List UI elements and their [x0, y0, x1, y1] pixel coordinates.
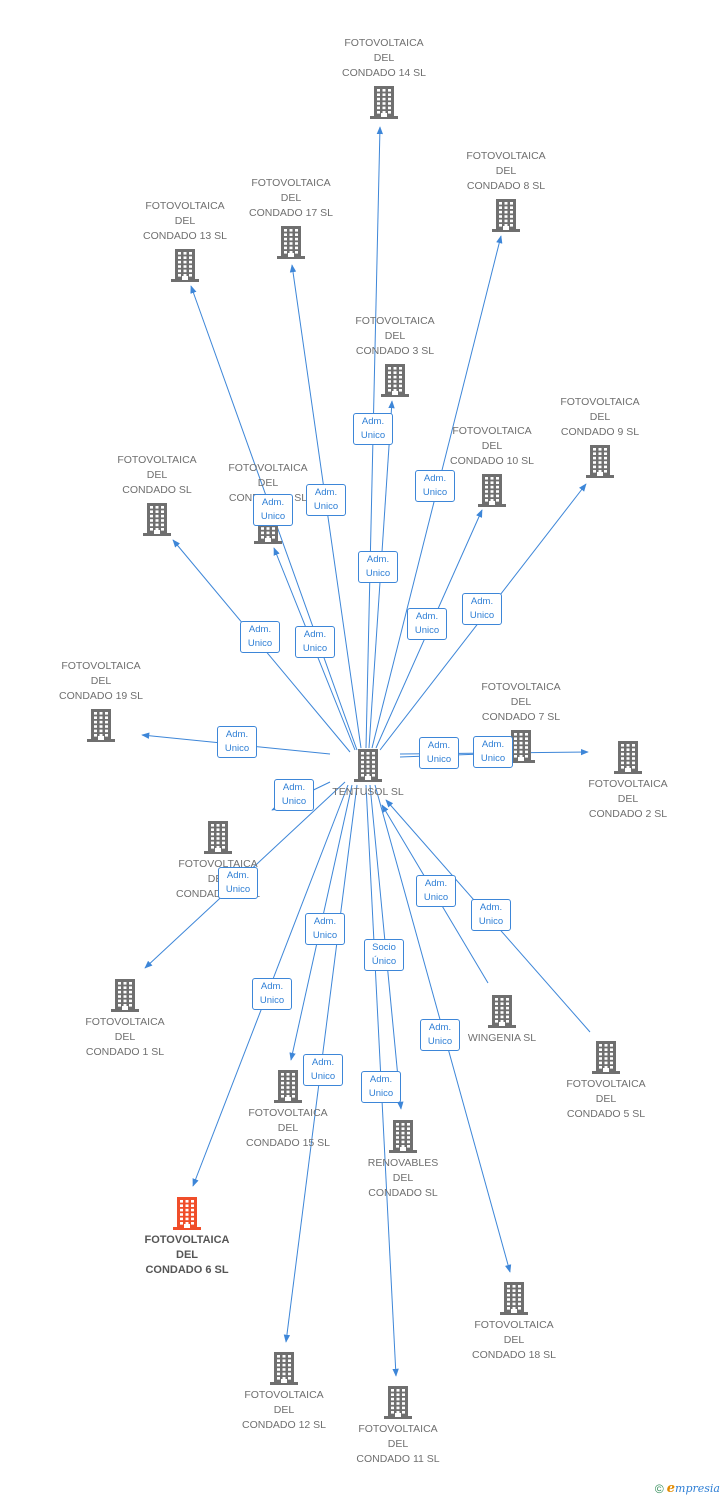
company-node-n5[interactable]: FOTOVOLTAICA DEL CONDADO 5 SL	[546, 1040, 666, 1122]
company-name: FOTOVOLTAICA DEL CONDADO 12 SL	[241, 1389, 327, 1431]
relation-badge-nwg[interactable]: Adm. Unico	[416, 875, 456, 907]
building-icon	[277, 226, 305, 259]
company-name: FOTOVOLTAICA DEL CONDADO 11 SL	[356, 1423, 440, 1465]
building-icon	[586, 445, 614, 478]
company-node-nsl[interactable]: FOTOVOLTAICA DEL CONDADO SL	[97, 453, 217, 536]
company-node-n9[interactable]: FOTOVOLTAICA DEL CONDADO 9 SL	[540, 395, 660, 478]
company-node-nren[interactable]: RENOVABLES DEL CONDADO SL	[343, 1119, 463, 1201]
company-name: FOTOVOLTAICA DEL CONDADO 19 SL	[58, 660, 144, 702]
building-icon	[370, 86, 398, 119]
building-icon	[173, 1197, 201, 1230]
building-icon	[488, 995, 516, 1028]
building-icon	[381, 364, 409, 397]
company-node-nwg[interactable]: WINGENIA SL	[442, 994, 562, 1046]
relation-badge-n6[interactable]: Adm. Unico	[252, 978, 292, 1010]
building-icon	[592, 1041, 620, 1074]
company-node-n1[interactable]: FOTOVOLTAICA DEL CONDADO 1 SL	[65, 978, 185, 1060]
building-icon	[111, 979, 139, 1012]
building-icon	[354, 749, 382, 782]
company-name: FOTOVOLTAICA DEL CONDADO 9 SL	[560, 396, 640, 438]
relation-badge-n10[interactable]: Adm. Unico	[407, 608, 447, 640]
relation-badge-n16[interactable]: Adm. Unico	[274, 779, 314, 811]
building-icon	[143, 503, 171, 536]
company-node-n12[interactable]: FOTOVOLTAICA DEL CONDADO 12 SL	[224, 1351, 344, 1433]
empresia-logo-text: mpresia	[675, 1482, 720, 1495]
center-node-tentusol[interactable]: TENTUSOL SL	[308, 748, 428, 800]
relation-badge-nren[interactable]: Socio Único	[364, 939, 404, 971]
relation-badge-n1[interactable]: Adm. Unico	[218, 867, 258, 899]
company-node-n13[interactable]: FOTOVOLTAICA DEL CONDADO 13 SL	[125, 199, 245, 282]
company-name: FOTOVOLTAICA DEL CONDADO 13 SL	[142, 200, 228, 242]
building-icon	[171, 249, 199, 282]
building-icon	[500, 1282, 528, 1315]
relation-badge-nsl[interactable]: Adm. Unico	[240, 621, 280, 653]
company-name: FOTOVOLTAICA DEL CONDADO 5 SL	[566, 1078, 646, 1120]
company-name: FOTOVOLTAICA DEL CONDADO 15 SL	[245, 1107, 331, 1149]
relation-badge-n2[interactable]: Adm. Unico	[473, 736, 513, 768]
relation-badge-n18[interactable]: Adm. Unico	[420, 1019, 460, 1051]
building-icon	[389, 1120, 417, 1153]
relation-badge-n3[interactable]: Adm. Unico	[358, 551, 398, 583]
relation-badge-n15[interactable]: Adm. Unico	[305, 913, 345, 945]
company-name: WINGENIA SL	[467, 1032, 537, 1044]
company-name: FOTOVOLTAICA DEL CONDADO 14 SL	[341, 37, 427, 79]
company-node-n15[interactable]: FOTOVOLTAICA DEL CONDADO 15 SL	[228, 1069, 348, 1151]
company-name: FOTOVOLTAICA DEL CONDADO 2 SL	[588, 778, 668, 820]
company-node-n6[interactable]: FOTOVOLTAICA DEL CONDADO 6 SL	[127, 1196, 247, 1278]
relation-badge-n11[interactable]: Adm. Unico	[361, 1071, 401, 1103]
building-icon	[384, 1386, 412, 1419]
company-node-n10[interactable]: FOTOVOLTAICA DEL CONDADO 10 SL	[432, 424, 552, 507]
building-icon	[270, 1352, 298, 1385]
relation-badge-n12[interactable]: Adm. Unico	[303, 1054, 343, 1086]
building-icon	[204, 821, 232, 854]
company-name: FOTOVOLTAICA DEL CONDADO 18 SL	[471, 1319, 557, 1361]
company-name: FOTOVOLTAICA DEL CONDADO 10 SL	[449, 425, 535, 467]
company-node-n11[interactable]: FOTOVOLTAICA DEL CONDADO 11 SL	[338, 1385, 458, 1467]
relation-badge-n17[interactable]: Adm. Unico	[306, 484, 346, 516]
building-icon	[492, 199, 520, 232]
company-name: FOTOVOLTAICA DEL CONDADO 17 SL	[248, 177, 334, 219]
relation-badge-n19[interactable]: Adm. Unico	[217, 726, 257, 758]
relation-badge-n8[interactable]: Adm. Unico	[415, 470, 455, 502]
company-node-n18[interactable]: FOTOVOLTAICA DEL CONDADO 18 SL	[454, 1281, 574, 1363]
empresia-logo-initial: e	[666, 1481, 676, 1496]
company-node-n17[interactable]: FOTOVOLTAICA DEL CONDADO 17 SL	[231, 176, 351, 259]
empresia-logo: empresia	[667, 1481, 720, 1496]
relation-badge-n4[interactable]: Adm. Unico	[295, 626, 335, 658]
company-name: FOTOVOLTAICA DEL CONDADO 1 SL	[85, 1016, 165, 1058]
building-icon	[274, 1070, 302, 1103]
company-node-n19[interactable]: FOTOVOLTAICA DEL CONDADO 19 SL	[41, 659, 161, 742]
company-node-n3[interactable]: FOTOVOLTAICA DEL CONDADO 3 SL	[335, 314, 455, 397]
company-node-n14[interactable]: FOTOVOLTAICA DEL CONDADO 14 SL	[324, 36, 444, 119]
company-name: FOTOVOLTAICA DEL CONDADO 3 SL	[355, 315, 435, 357]
building-icon	[478, 474, 506, 507]
building-icon	[87, 709, 115, 742]
company-name: FOTOVOLTAICA DEL CONDADO 6 SL	[144, 1234, 230, 1276]
building-icon	[507, 730, 535, 763]
company-name: FOTOVOLTAICA DEL CONDADO 7 SL	[481, 681, 561, 723]
company-name: FOTOVOLTAICA DEL CONDADO 8 SL	[466, 150, 546, 192]
building-icon	[614, 741, 642, 774]
copyright-symbol: ©	[654, 1481, 664, 1496]
footer-brand[interactable]: © empresia	[655, 1481, 720, 1496]
relation-badge-n14[interactable]: Adm. Unico	[353, 413, 393, 445]
company-node-n2[interactable]: FOTOVOLTAICA DEL CONDADO 2 SL	[568, 740, 688, 822]
relation-badge-n5[interactable]: Adm. Unico	[471, 899, 511, 931]
relation-badge-n13[interactable]: Adm. Unico	[253, 494, 293, 526]
company-name: FOTOVOLTAICA DEL CONDADO SL	[117, 454, 197, 496]
company-name: RENOVABLES DEL CONDADO SL	[367, 1157, 439, 1199]
relation-badge-n9[interactable]: Adm. Unico	[462, 593, 502, 625]
company-node-n7[interactable]: FOTOVOLTAICA DEL CONDADO 7 SL	[461, 680, 581, 763]
relation-badge-n7[interactable]: Adm. Unico	[419, 737, 459, 769]
company-name: TENTUSOL SL	[332, 786, 404, 798]
company-node-n8[interactable]: FOTOVOLTAICA DEL CONDADO 8 SL	[446, 149, 566, 232]
